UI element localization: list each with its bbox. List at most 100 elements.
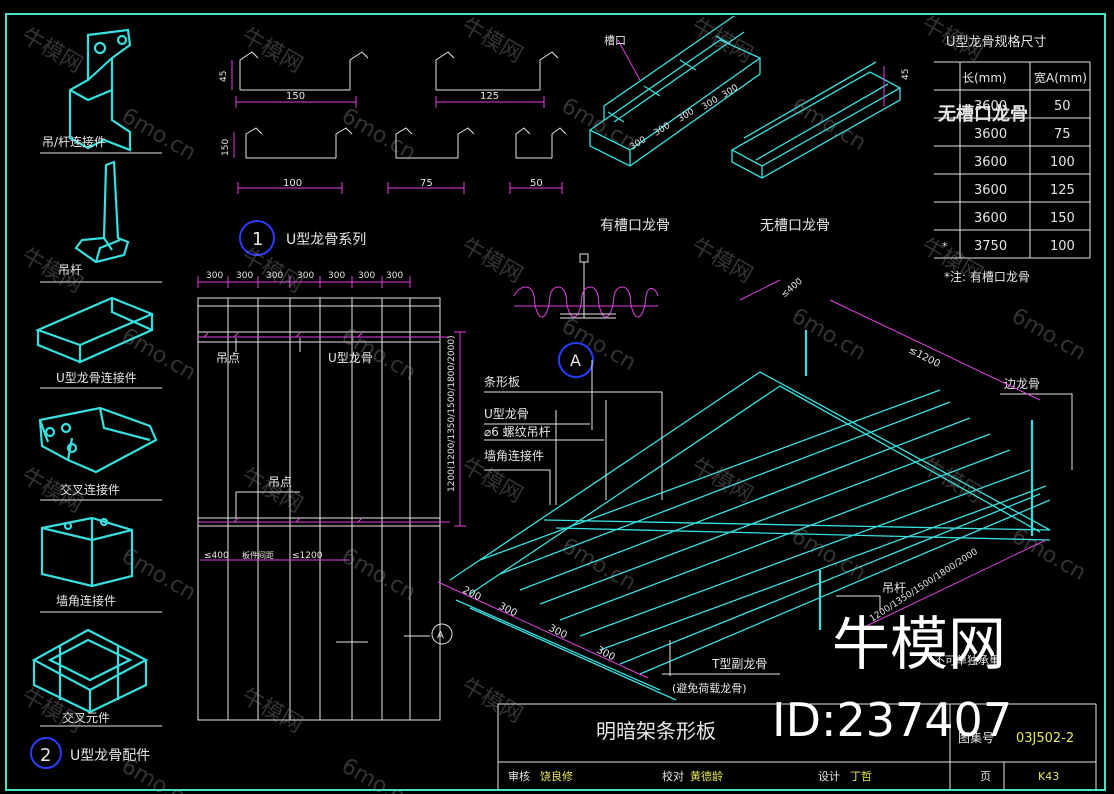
profile-width: 50	[530, 178, 543, 189]
watermark-site: 6mo.cn	[117, 544, 200, 606]
profile-width: 100	[283, 178, 302, 189]
row-length: 3600	[974, 127, 1007, 142]
u-keel-profiles: 45 150 125 150 100 75 50 1 U型龙骨系列	[219, 51, 567, 256]
spec-table-title: U型龙骨规格尺寸	[946, 34, 1047, 50]
watermark-pattern: 牛模网 牛模网 牛模网 牛模网 牛模网 6mo.cn 6mo.cn 6mo.cn…	[17, 12, 1090, 794]
watermark-site: 6mo.cn	[337, 104, 420, 166]
watermark-brand: 牛模网	[457, 234, 527, 289]
plan-keel-label: U型龙骨	[328, 351, 373, 365]
drawing-title: 明暗架条形板	[596, 719, 716, 743]
plan-hanger-label: 吊点	[216, 351, 240, 365]
slot-label: 槽口	[604, 34, 626, 47]
section-number: 2	[40, 745, 51, 766]
watermark-brand: 牛模网	[457, 14, 527, 69]
wall-corner-connector-drawing	[40, 516, 134, 588]
watermark-brand: 牛模网	[17, 244, 87, 299]
plan-bottom-dim: ≤1200	[292, 551, 323, 561]
review-name: 饶良修	[540, 769, 573, 783]
check-name: 黄德龄	[690, 769, 723, 783]
watermark-brand: 牛模网	[917, 12, 987, 67]
iso-label: U型龙骨	[484, 407, 529, 421]
accessory-label: 吊/杆连接件	[42, 134, 106, 149]
watermark-logo-brand: 牛模网	[832, 610, 1006, 678]
row-width: 150	[1050, 211, 1075, 226]
accessory-label: 交叉连接件	[60, 482, 120, 497]
watermark-brand: 牛模网	[687, 14, 757, 69]
accessory-label: 交叉元件	[62, 710, 110, 725]
accessories-title: U型龙骨配件	[70, 748, 150, 764]
watermark-brand: 牛模网	[457, 674, 527, 729]
accessory-label: 吊杆	[58, 263, 82, 277]
row-width: 100	[1050, 239, 1075, 254]
watermark-site: 6mo.cn	[557, 534, 640, 596]
watermark-logo-id: ID:237407	[772, 693, 1012, 747]
cross-element-drawing	[31, 628, 149, 714]
iso-bottom-dim: 300	[595, 645, 617, 663]
watermark-site: 6mo.cn	[787, 94, 870, 156]
slotted-caption: 有槽口龙骨	[600, 218, 670, 234]
detail-a: A	[513, 253, 659, 378]
row-length: 3600	[974, 211, 1007, 226]
title-block: 明暗架条形板 图集号 03J502-2 审核 饶良修 校对 黄德龄 设计 丁哲 …	[497, 703, 1097, 790]
watermark-site: 6mo.cn	[337, 544, 420, 606]
u-keel-connector-drawing	[35, 296, 154, 364]
row-width: 50	[1054, 99, 1071, 114]
iso-label: 墙角连接件	[484, 448, 544, 463]
section-number-circle	[30, 737, 62, 769]
plan-top-dim: 300	[236, 271, 253, 281]
keel-height-dim: 45	[901, 69, 911, 80]
atlas-label: 图集号	[958, 730, 994, 745]
iso-tee-sub: (避免荷载龙骨)	[672, 681, 747, 695]
accessory-label: U型龙骨连接件	[56, 370, 137, 385]
row-length: 3600	[974, 155, 1007, 170]
accessory-label: 墙角连接件	[56, 593, 116, 608]
plan-bottom-dim: 板件间距	[242, 550, 274, 560]
spec-table: U型龙骨规格尺寸 长(mm) 宽A(mm) 3600 50 3600 75 36…	[934, 34, 1091, 284]
iso-rod-label: 吊杆	[882, 581, 906, 595]
profile-height: 45	[219, 71, 229, 82]
review-label: 审核	[508, 769, 530, 783]
row-length: 3600	[974, 183, 1007, 198]
profiles-title: U型龙骨系列	[286, 232, 366, 248]
iso-tee-label: T型副龙骨	[711, 657, 767, 671]
row-mark: *	[942, 240, 948, 253]
iso-hidden-note: 不可单独承重	[934, 653, 1000, 667]
page-number: K43	[1038, 770, 1059, 783]
plan-side-dim: 1200(1200/1350/1500/1800/2000)	[447, 335, 457, 492]
check-label: 校对	[662, 769, 684, 783]
plan-top-dim: 300	[328, 271, 345, 281]
plan-bottom-dim: ≤400	[204, 551, 229, 561]
watermark-site: 6mo.cn	[337, 754, 420, 794]
spacing-dim: 300	[720, 83, 740, 101]
watermark-brand: 牛模网	[687, 234, 757, 289]
watermark-brand: 牛模网	[237, 464, 307, 519]
section-number: 1	[252, 229, 263, 250]
iso-top-dim: ≤400	[780, 277, 806, 301]
plan-hanger-label-2: 吊点	[268, 475, 292, 489]
profile-height: 150	[221, 139, 231, 156]
watermark-brand: 牛模网	[237, 244, 307, 299]
watermark-brand: 牛模网	[17, 24, 87, 79]
iso-right-label: 边龙骨	[1004, 377, 1040, 391]
watermark-brand: 牛模网	[237, 684, 307, 739]
table-header: 宽A(mm)	[1034, 70, 1087, 85]
accessories-column: 吊/杆连接件 吊杆 U型龙骨连接件 交叉连接件 墙角连接件	[30, 28, 162, 769]
table-row: 3600 125	[974, 183, 1075, 198]
table-overlay-title: 无槽口龙骨	[938, 103, 1028, 125]
row-width: 125	[1050, 183, 1075, 198]
watermark-brand: 牛模网	[17, 464, 87, 519]
plan-section-mark: A	[437, 630, 444, 641]
row-length: 3750	[974, 239, 1007, 254]
table-row: * 3750 100	[942, 239, 1075, 254]
section-number-circle	[239, 220, 275, 256]
row-width: 100	[1050, 155, 1075, 170]
plan-top-dim: 300	[386, 271, 403, 281]
iso-bottom-dim: 300	[547, 623, 569, 641]
atlas-number: 03J502-2	[1016, 731, 1074, 746]
iso-label: ⌀6 螺纹吊杆	[484, 425, 551, 439]
profile-width: 75	[420, 178, 433, 189]
plan-top-dim: 300	[358, 271, 375, 281]
profile-width: 150	[286, 91, 305, 102]
watermark-brand: 牛模网	[237, 24, 307, 79]
plan-view: 300 300 300 300 300 300 300 1200(1200/13…	[197, 271, 466, 721]
